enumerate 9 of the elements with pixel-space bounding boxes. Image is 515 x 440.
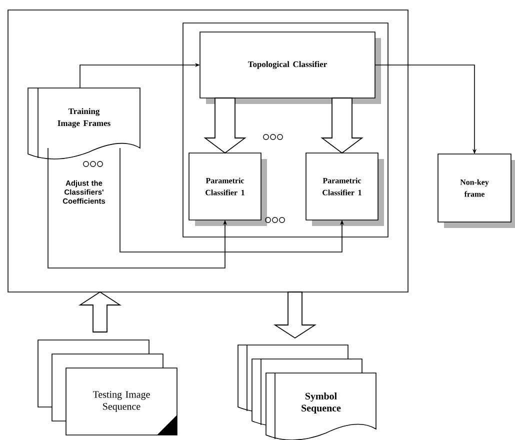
system-frame	[8, 10, 408, 292]
document-stack: Symbol Sequence	[238, 344, 376, 440]
block-arrow	[273, 292, 317, 339]
image-stack: Testing Image Sequence	[38, 340, 178, 436]
block-arrow	[320, 98, 364, 154]
block-arrow	[78, 291, 122, 332]
process-box: Topological Classifier	[200, 32, 381, 104]
system-frame	[182, 22, 388, 238]
block-arrow	[204, 98, 246, 154]
